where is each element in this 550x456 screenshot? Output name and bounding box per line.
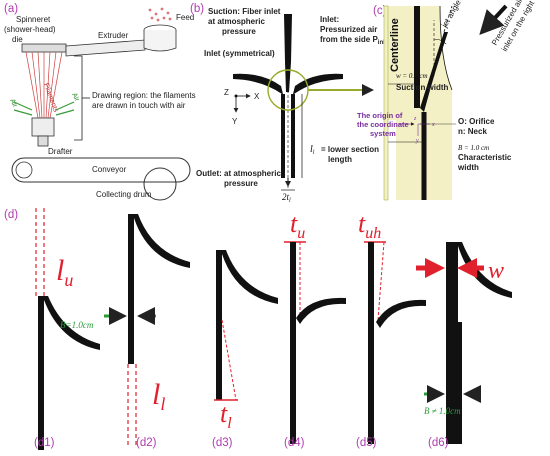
collecting-drum	[143, 167, 177, 201]
drawing-label-1: Drawing region: the filaments	[92, 91, 196, 100]
drafter-box	[31, 117, 55, 137]
char-width-label-1: Characteristic	[458, 153, 512, 162]
left-inlet-wall	[233, 73, 283, 94]
drafter-label: Drafter	[48, 147, 73, 156]
origin-z: z	[413, 116, 417, 122]
feed-label: Feed	[176, 13, 194, 22]
origin-x: x	[431, 122, 435, 128]
filaments	[25, 51, 63, 119]
filaments-label: Filaments	[42, 82, 59, 113]
suction-width-label: Suction width	[396, 83, 449, 92]
centerline-label: Centerline	[389, 18, 401, 72]
spinneret-head	[21, 43, 67, 53]
inlet-symmetric-label: Inlet (symmetrical)	[204, 49, 275, 58]
inlet-right-label-2: Pressurized air	[320, 25, 377, 34]
origin-label-1: The origin of	[357, 111, 403, 120]
drafter-nozzle	[37, 135, 49, 147]
conveyor-roller-left	[15, 161, 33, 179]
lower-length-label-1: = lower section	[321, 145, 379, 154]
suction-label-1: Suction: Fiber inlet	[208, 7, 281, 16]
air-arrows	[13, 101, 75, 116]
label-d5: (d5)	[356, 437, 377, 449]
tl-symbol: tl	[220, 399, 232, 432]
suction-label-3: pressure	[222, 27, 256, 36]
jet-angle-arc	[433, 39, 447, 45]
conveyor-belt	[11, 157, 191, 183]
channel-outer-wall	[439, 5, 453, 91]
B-value: B = 1.0 cm	[458, 144, 489, 152]
air-right-label: Air	[70, 92, 80, 103]
orifice-label: O: Orifice	[458, 117, 495, 126]
extruder-tube	[65, 39, 146, 57]
variant-d2: B=1.0cm ll (d2)	[60, 214, 190, 449]
centerline-band	[383, 5, 389, 201]
conveyor-label: Conveyor	[92, 165, 127, 174]
axis-glyph	[233, 93, 251, 113]
label-d6: (d6)	[428, 437, 449, 449]
suction-label-2: at atmospheric	[208, 17, 265, 26]
jet-angle-label: jet angle	[439, 0, 463, 30]
variant-d5: tuh (d5)	[356, 209, 426, 449]
w-symbol: w	[488, 258, 504, 284]
label-d1: (d1)	[34, 437, 55, 449]
w-value: w = 0.5 cm	[396, 72, 428, 80]
origin-y: y	[415, 138, 419, 144]
pressurized-arrow	[479, 4, 508, 35]
jet-dash-line	[443, 5, 453, 33]
variant-d3: tl (d3)	[212, 250, 278, 449]
axis-x-label: X	[254, 92, 260, 101]
left-lower-wall	[281, 94, 285, 178]
inlet-wall	[420, 32, 448, 112]
suction-needle	[414, 6, 420, 108]
B-equal-label: B=1.0cm	[60, 320, 94, 330]
feed-pellets	[148, 7, 172, 22]
die-label: die	[12, 35, 23, 44]
variant-d1: lu (d1)	[34, 208, 100, 450]
hopper-body	[143, 30, 177, 52]
extruder-label: Extruder	[98, 31, 129, 40]
inlet-right-label-1: Inlet:	[320, 15, 339, 24]
inlet-right-label-3: from the side Pinlet	[320, 35, 390, 46]
width-label: 2tl	[282, 192, 291, 204]
panel-b-tag: (b)	[190, 3, 204, 15]
lu-symbol: lu	[56, 254, 73, 290]
lower-length-label-2: length	[328, 155, 352, 164]
axis-z-label: Z	[224, 88, 229, 97]
label-d2: (d2)	[136, 437, 157, 449]
drawing-label-2: are drawn in touch with air	[92, 101, 186, 110]
right-inlet-wall	[293, 73, 343, 94]
panel-d-tag: (d)	[4, 209, 18, 221]
label-d4: (d4)	[284, 437, 305, 449]
panel-c: (c) Centerline jet angle Pressurized air…	[357, 0, 537, 201]
tu-symbol: tu	[290, 209, 305, 242]
ll-symbol: ll	[152, 378, 165, 414]
outlet-label-2: pressure	[224, 179, 258, 188]
origin-label-3: system	[370, 129, 396, 138]
axis-y-label: Y	[232, 117, 238, 126]
spinneret-label-2: (shower-head)	[4, 25, 56, 34]
panel-c-tag: (c)	[373, 5, 387, 17]
drum-label: Collecting drum	[96, 190, 152, 199]
origin-label-2: the coordinate	[357, 120, 409, 129]
axis-origin	[234, 94, 238, 98]
right-lower-wall	[291, 94, 295, 178]
char-width-label-2: width	[457, 163, 479, 172]
neck-label: n: Neck	[458, 127, 487, 136]
label-d3: (d3)	[212, 437, 233, 449]
spinneret-label-1: Spinneret	[16, 15, 51, 24]
panel-a-tag: (a)	[4, 3, 18, 15]
outlet-label-1: Outlet: at atmospheric	[196, 169, 281, 178]
B-neq-label: B ≠ 1.0cm	[424, 406, 461, 416]
panel-a: (a) Spinneret (shower-head) die Extruder…	[4, 3, 196, 201]
panel-b: (b) Suction: Fiber inlet at atmospheric …	[190, 3, 390, 204]
lower-length-symbol: ll	[310, 144, 315, 156]
variant-d6: w B ≠ 1.0cm (d6)	[416, 242, 512, 449]
tuh-symbol: tuh	[358, 209, 381, 242]
panel-d: (d) lu (d1) B=1.0cm ll (d2)	[4, 208, 512, 450]
air-left-label: Air	[8, 98, 18, 109]
variant-d4: tu (d4)	[284, 209, 346, 449]
